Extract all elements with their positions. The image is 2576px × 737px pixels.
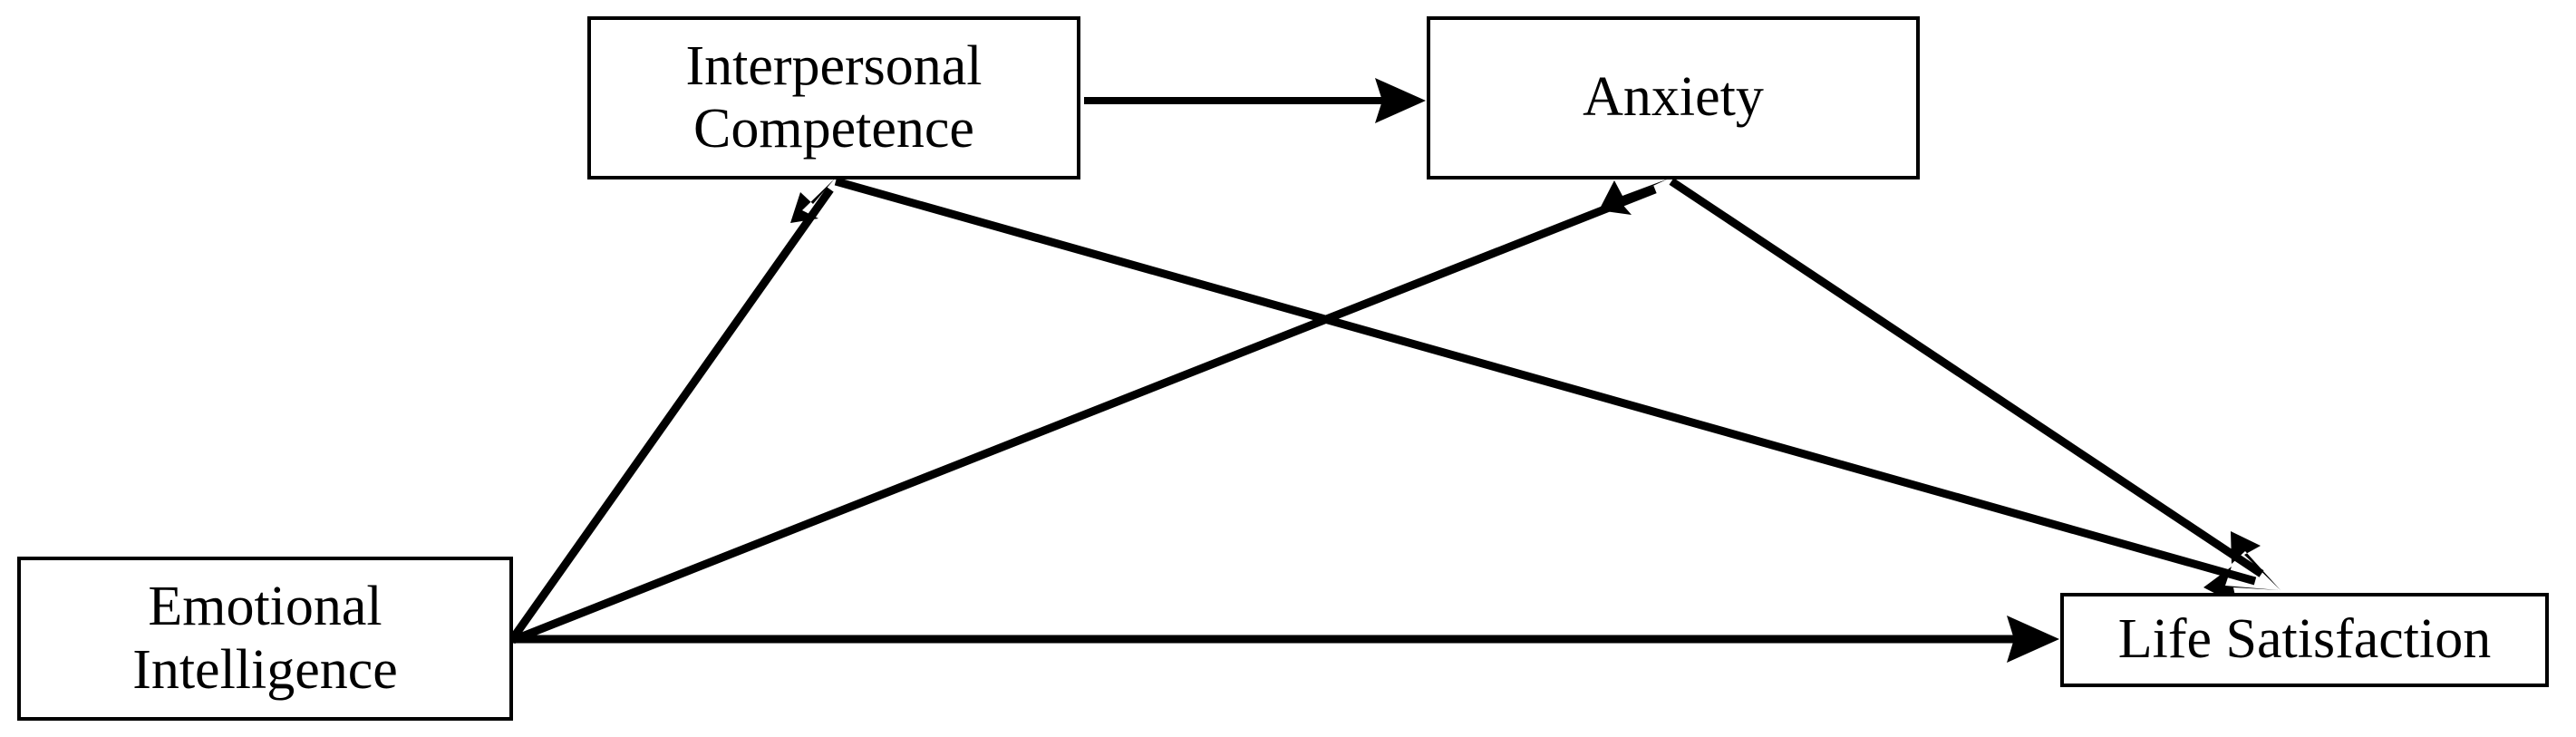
node-emotional-intelligence[interactable]: Emotional Intelligence: [17, 557, 513, 721]
arrowhead-icon: [1375, 78, 1426, 123]
arrowhead-icon: [2007, 616, 2059, 663]
arrowhead-icon: [790, 179, 835, 223]
edge-ei-to-anxiety: [511, 179, 1669, 645]
node-label-interpersonal-competence: Interpersonal Competence: [685, 34, 983, 160]
edge-anxiety-to-life-satisfaction: [1669, 178, 2281, 590]
node-label-emotional-intelligence: Emotional Intelligence: [132, 576, 398, 701]
arrowhead-icon: [2231, 531, 2281, 590]
edge-ei-to-interpersonal-competence: [509, 179, 835, 641]
node-life-satisfaction[interactable]: Life Satisfaction: [2060, 593, 2549, 687]
edge-interpersonal-competence-to-anxiety: [1084, 78, 1426, 123]
edge-ei-to-life-satisfaction: [513, 616, 2059, 663]
node-anxiety[interactable]: Anxiety: [1427, 16, 1920, 179]
node-interpersonal-competence[interactable]: Interpersonal Competence: [587, 16, 1080, 179]
node-label-anxiety: Anxiety: [1583, 66, 1764, 129]
node-label-life-satisfaction: Life Satisfaction: [2117, 608, 2492, 671]
arrowhead-icon: [1599, 179, 1669, 215]
edge-interpersonal-competence-to-life-satisfaction: [834, 177, 2279, 605]
